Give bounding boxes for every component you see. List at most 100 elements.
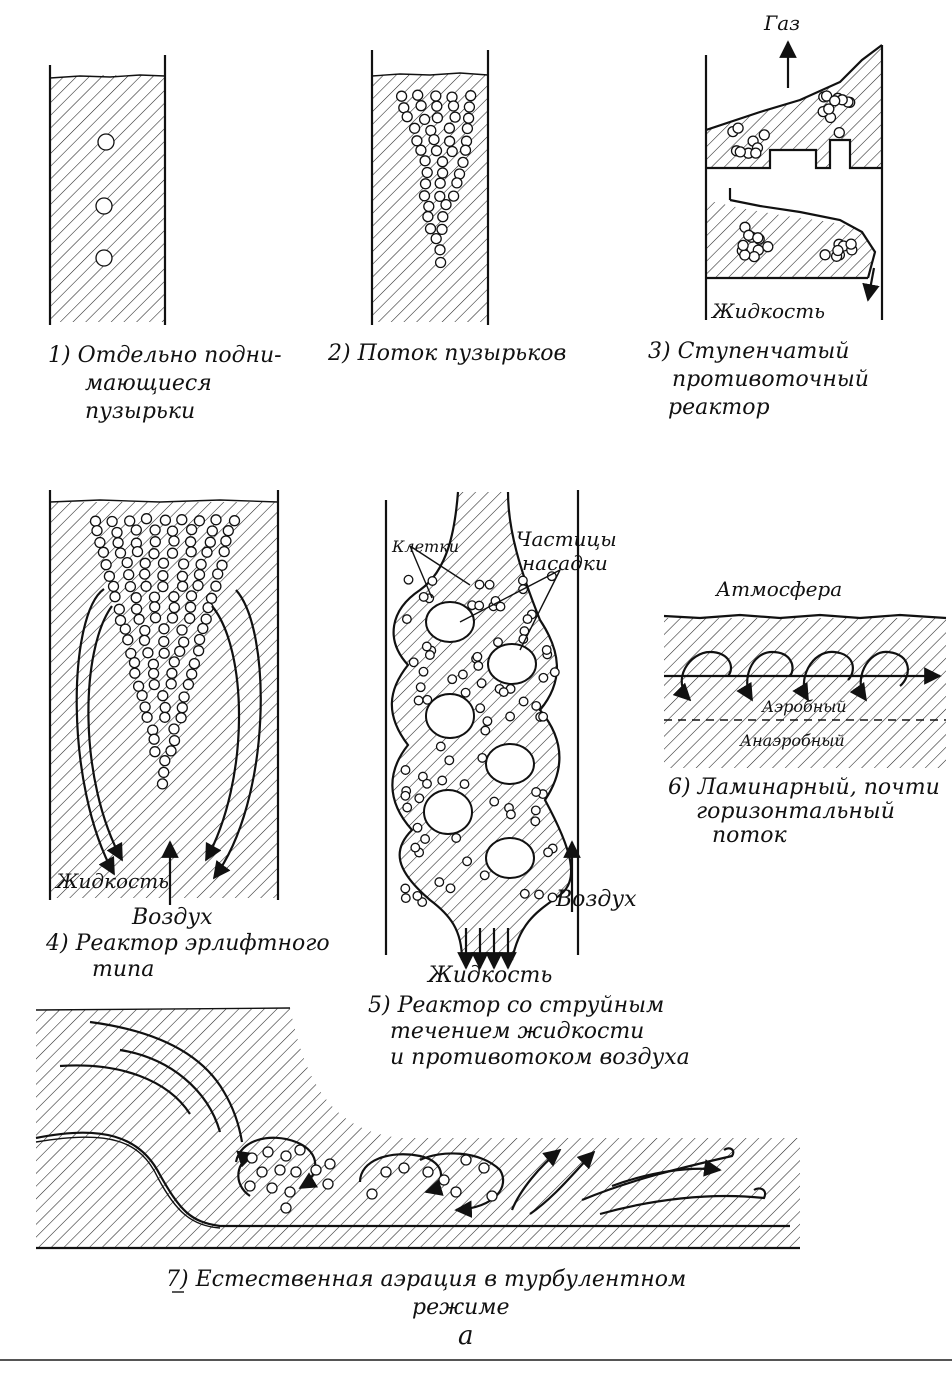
bubble (156, 778, 169, 790)
bubble (136, 689, 148, 702)
cell-bubble (498, 687, 509, 698)
cell-bubble (445, 883, 456, 894)
bubble (280, 1150, 292, 1162)
cell-bubble (538, 672, 549, 683)
bubble (176, 702, 188, 714)
bubble (124, 580, 137, 593)
bubble (195, 558, 207, 571)
bubble (130, 603, 143, 615)
bubble (132, 680, 145, 692)
bubble (418, 113, 431, 126)
bubble (447, 100, 460, 112)
bubble (159, 755, 171, 767)
bubble (322, 1178, 334, 1190)
bubble (107, 580, 120, 593)
panel-5-liquid-label: Жидкость (426, 963, 552, 988)
bubble (186, 668, 198, 680)
bubble (743, 229, 755, 241)
bubble (176, 514, 188, 526)
bubble (184, 536, 197, 548)
bubble (423, 200, 435, 213)
bubble (113, 603, 125, 615)
bubble (280, 1202, 292, 1214)
bubble (140, 580, 152, 592)
cell-bubble (459, 779, 470, 790)
bubble (447, 190, 460, 202)
bubble (129, 667, 141, 679)
cell-bubble (421, 641, 432, 652)
packing-label-line-1: Частицы (516, 527, 617, 551)
cell-bubble (472, 651, 483, 662)
bubble (737, 239, 749, 252)
bubble (201, 546, 213, 558)
cell-bubble (435, 741, 446, 752)
bubble (446, 145, 458, 158)
cell-bubble (482, 716, 493, 727)
bubble (434, 190, 446, 203)
bubble (185, 546, 197, 558)
bubble (157, 570, 169, 582)
cell-bubble (518, 696, 529, 707)
bubble (103, 570, 116, 582)
bubble (206, 525, 218, 537)
bubble (218, 545, 230, 558)
bubble (148, 678, 160, 691)
bubble (732, 122, 744, 134)
panel-2-caption-line-1: 2) Поток пузырьков (327, 341, 566, 366)
bubble (175, 712, 187, 724)
panel-3-liquid-label: Жидкость (710, 299, 825, 323)
bubble (412, 89, 424, 101)
bubble (158, 766, 170, 779)
bubble (450, 1186, 462, 1198)
bubble (89, 515, 102, 527)
cell-bubble (420, 834, 431, 844)
bubble (820, 90, 833, 102)
bubble (159, 711, 171, 723)
cell-bubble (400, 893, 411, 904)
packing-label-line-2: насадки (522, 551, 608, 575)
bubble (95, 197, 113, 215)
cell-bubble (427, 576, 438, 586)
bubble (119, 623, 131, 635)
bubble (200, 613, 212, 625)
bubble (434, 244, 446, 256)
bubble (148, 548, 160, 560)
bubble (114, 547, 127, 559)
cell-bubble (474, 600, 485, 611)
bubble (192, 579, 204, 592)
panel-3-caption-line-2: противоточный (672, 367, 869, 392)
bubble (434, 256, 447, 269)
bubble (438, 1174, 450, 1186)
cell-bubble (530, 805, 541, 816)
bubble (139, 624, 151, 637)
bubble (168, 601, 180, 614)
cell-bubble (479, 870, 490, 881)
bubble (124, 515, 136, 527)
bubble (750, 147, 762, 159)
bubble (762, 241, 774, 253)
cell-bubble (418, 666, 429, 677)
bubble (457, 156, 469, 169)
bubble (158, 647, 170, 659)
bubble (290, 1166, 302, 1178)
bubble (114, 614, 127, 627)
bubble (324, 1158, 336, 1170)
bubble (149, 612, 162, 624)
bubble (168, 591, 180, 603)
bubble (193, 633, 206, 646)
bubble (752, 232, 764, 244)
cell-bubble (444, 755, 455, 766)
bubble (418, 190, 431, 202)
panel-3-bubbles (727, 90, 858, 263)
bubble (112, 537, 124, 549)
panel-6-caption-line-1: 6) Ламинарный, почти (668, 775, 940, 800)
panel-7-bubbles (244, 1144, 498, 1214)
bubble (122, 634, 134, 646)
bubble (210, 580, 222, 592)
cell-bubble (489, 796, 500, 807)
bubble (157, 557, 170, 569)
bubble (157, 580, 169, 593)
bubble (166, 612, 179, 624)
bubble (212, 568, 224, 580)
panel-6-laminar-horizontal-flow: Атмосфера Аэробный Анаэробный 6) Ламинар… (663, 577, 947, 848)
